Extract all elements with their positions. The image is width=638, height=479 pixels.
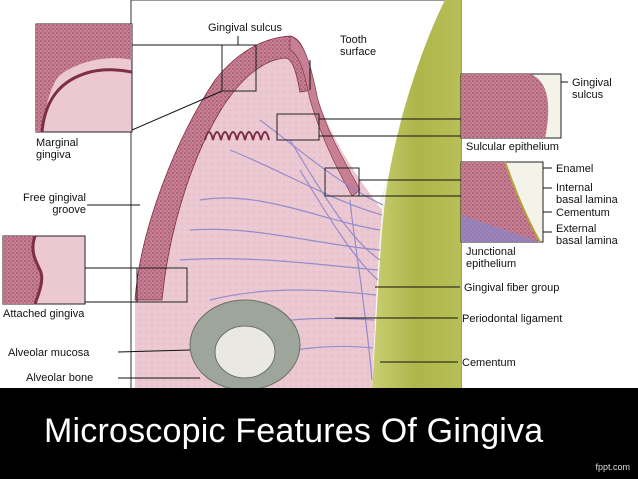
label-junctional-epithelium: Junctional epithelium xyxy=(466,246,517,270)
rete-pegs xyxy=(204,131,270,141)
label-marginal-gingiva: Marginal gingiva xyxy=(36,137,79,161)
label-external-basal-lamina: External basal lamina xyxy=(556,223,618,247)
gingiva-diagram xyxy=(0,0,638,390)
leader-lines xyxy=(85,36,568,379)
marker-box-attached xyxy=(136,267,188,303)
label-cementum-inset: Cementum xyxy=(556,207,610,219)
credit-text: fppt.com xyxy=(595,462,630,472)
slide-title: Microscopic Features Of Gingiva xyxy=(44,412,544,450)
sulcular-epithelium-band xyxy=(289,35,361,197)
label-alveolar-mucosa: Alveolar mucosa xyxy=(8,347,90,359)
label-tooth-surface: Tooth surface xyxy=(340,34,377,58)
inset-junctional-epithelium xyxy=(460,161,544,243)
label-sulcular-epithelium: Sulcular epithelium xyxy=(466,141,559,153)
marker-box-junctional xyxy=(324,167,360,197)
label-internal-basal-lamina: Internal basal lamina xyxy=(556,182,618,206)
tooth-root xyxy=(372,0,461,389)
label-cementum-bottom: Cementum xyxy=(462,357,516,369)
label-gingival-fiber-group: Gingival fiber group xyxy=(464,282,560,294)
inset-marginal-gingiva xyxy=(35,23,133,133)
label-alveolar-bone: Alveolar bone xyxy=(26,372,94,384)
marker-box-sulcus xyxy=(221,44,257,92)
label-free-gingival-groove: Free gingival groove xyxy=(23,192,86,216)
inset-gingival-sulcus xyxy=(460,73,562,139)
caption-bar xyxy=(0,388,638,479)
marker-box-sulcular xyxy=(276,113,320,141)
label-periodontal-ligament: Periodontal ligament xyxy=(462,313,563,325)
label-enamel: Enamel xyxy=(556,163,594,175)
label-attached-gingiva: Attached gingiva xyxy=(3,308,85,320)
inset-attached-gingiva xyxy=(2,235,86,305)
label-gingival-sulcus-right: Gingival sulcus xyxy=(572,77,612,101)
label-gingival-sulcus-top: Gingival sulcus xyxy=(208,22,282,34)
